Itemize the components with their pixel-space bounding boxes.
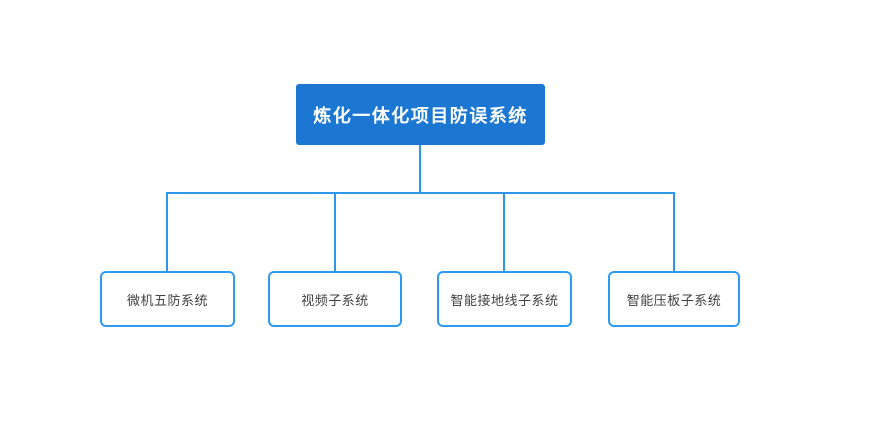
child-node-label: 微机五防系统: [126, 292, 208, 308]
diagram-node-root: 炼化一体化项目防误系统: [296, 84, 545, 145]
connector-root-stem: [419, 145, 421, 193]
child-node-label: 视频子系统: [301, 292, 369, 308]
diagram-node-video-subsystem: 视频子系统: [268, 271, 402, 327]
child-node-label: 智能接地线子系统: [450, 292, 559, 308]
root-node-label: 炼化一体化项目防误系统: [313, 105, 528, 126]
child-node-label: 智能压板子系统: [626, 292, 722, 308]
diagram-node-wuji-wufang: 微机五防系统: [100, 271, 235, 327]
diagram-node-grounding-wire-subsystem: 智能接地线子系统: [437, 271, 572, 327]
connector-drop-3: [503, 192, 505, 271]
connector-drop-4: [673, 192, 675, 271]
connector-drop-1: [166, 192, 168, 271]
connector-horizontal-rail: [167, 192, 675, 194]
connector-drop-2: [334, 192, 336, 271]
diagram-node-pressure-plate-subsystem: 智能压板子系统: [608, 271, 740, 327]
